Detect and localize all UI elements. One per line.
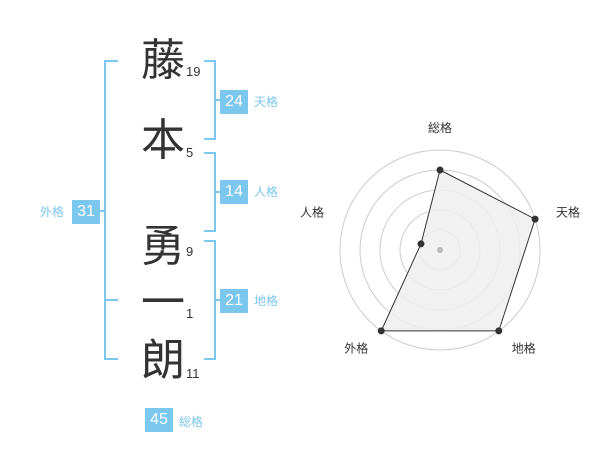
- name-char-2: 本: [141, 115, 185, 166]
- gaikaku-connector: [100, 210, 106, 212]
- tenkaku-bracket: [204, 60, 216, 140]
- stroke-count-4: 1: [186, 306, 194, 321]
- radar-point-2: [531, 215, 539, 223]
- radar-center-point: [437, 247, 443, 253]
- gaikaku-divider: [106, 299, 118, 301]
- gaikaku-value: 31: [72, 200, 100, 224]
- tenkaku-connector: [216, 99, 222, 101]
- radar-axis-label-3: 地格: [512, 341, 536, 356]
- soukaku-label: 総格: [179, 415, 204, 429]
- jinkaku-connector: [216, 191, 222, 193]
- stroke-count-2: 5: [186, 145, 194, 160]
- radar-point-1: [436, 166, 444, 174]
- jinkaku-bracket: [204, 152, 216, 232]
- jinkaku-label: 人格: [254, 185, 279, 199]
- name-char-5: 朗: [141, 335, 185, 386]
- stroke-count-1: 19: [186, 64, 201, 79]
- chikaku-label: 地格: [254, 294, 279, 308]
- chikaku-connector: [216, 299, 222, 301]
- radar-grid-ring: [339, 149, 541, 351]
- radar-axis-label-2: 天格: [556, 204, 580, 219]
- chikaku-bracket: [204, 240, 216, 360]
- radar-axis-label-5: 人格: [300, 204, 324, 219]
- gaikaku-label: 外格: [40, 205, 65, 219]
- soukaku-value: 45: [145, 408, 173, 432]
- radar-axis-label-1: 総格: [428, 120, 452, 135]
- radar-point-5: [417, 240, 425, 248]
- stroke-count-3: 9: [186, 244, 194, 259]
- name-char-1: 藤: [141, 35, 185, 86]
- radar-point-4: [377, 327, 385, 335]
- chikaku-value: 21: [220, 289, 248, 313]
- jinkaku-value: 14: [220, 180, 248, 204]
- stroke-count-5: 11: [186, 366, 200, 381]
- radar-area: [380, 169, 536, 332]
- name-char-3: 勇: [141, 221, 185, 272]
- name-char-4: 一: [141, 277, 185, 328]
- tenkaku-label: 天格: [254, 95, 279, 109]
- radar-point-3: [495, 327, 503, 335]
- radar-axis-label-4: 外格: [344, 341, 368, 356]
- tenkaku-value: 24: [220, 90, 248, 114]
